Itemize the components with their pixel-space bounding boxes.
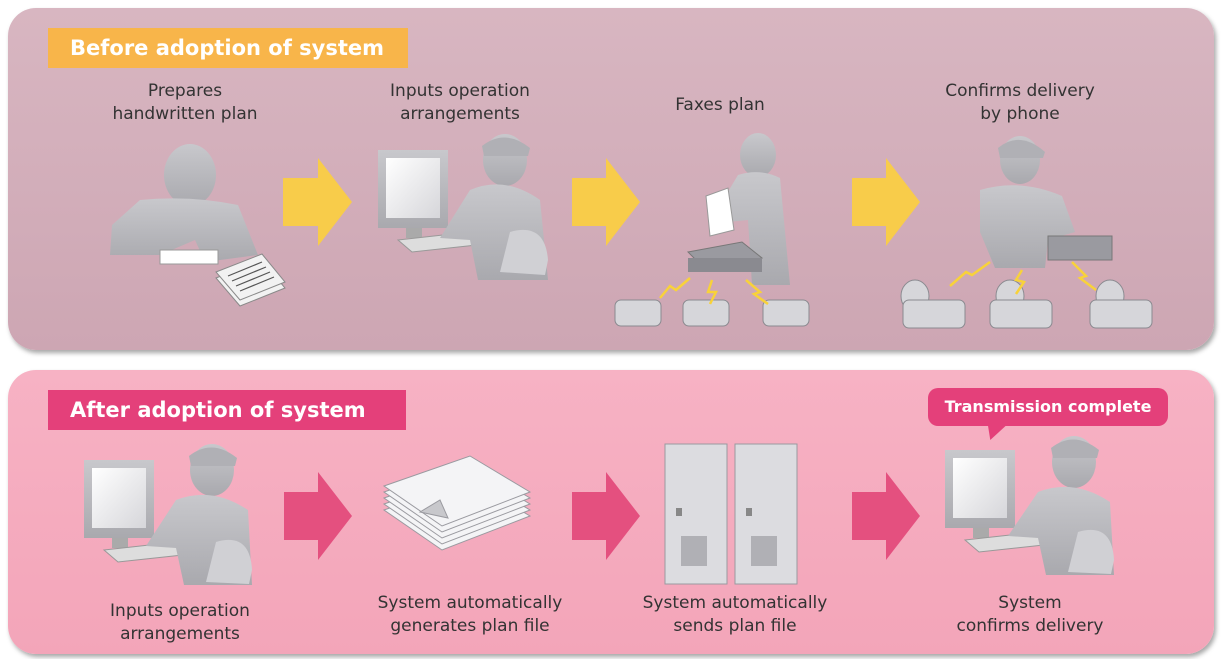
before-arrow-2 (572, 158, 640, 246)
phone-signal-bolts (949, 260, 1097, 295)
transmission-bubble: Transmission complete (928, 388, 1168, 426)
server-icon (664, 443, 798, 585)
person-writing-icon (110, 144, 286, 307)
after-heading: After adoption of system (48, 390, 406, 430)
operators-group (900, 279, 1153, 329)
signal-bolts (659, 277, 769, 306)
person-computer-icon (84, 444, 252, 585)
before-arrow-3 (852, 158, 920, 246)
after-step-4-label: System confirms delivery (956, 593, 1104, 636)
before-step-4-label: Confirms delivery by phone (945, 81, 1095, 124)
after-step-1-label: Inputs operation arrangements (110, 601, 250, 644)
before-step-3-label: Faxes plan (675, 95, 765, 115)
person-phone-icon (980, 136, 1113, 268)
before-step-1-label: Prepares handwritten plan (112, 81, 258, 124)
before-arrow-1 (283, 158, 352, 246)
after-step-3-label: System automatically sends plan file (642, 593, 828, 636)
after-step-2-label: System automatically generates plan file (377, 593, 563, 636)
after-arrow-2 (572, 472, 640, 560)
phones-group (614, 299, 810, 327)
after-arrow-1 (284, 472, 352, 560)
fax-machine-icon (686, 133, 790, 285)
after-arrow-3 (852, 472, 920, 560)
paper-stack-icon (382, 455, 532, 551)
person-computer-icon (378, 134, 548, 280)
before-step-2-label: Inputs operation arrangements (390, 81, 530, 124)
before-heading: Before adoption of system (48, 28, 408, 68)
person-computer-icon (945, 436, 1114, 575)
